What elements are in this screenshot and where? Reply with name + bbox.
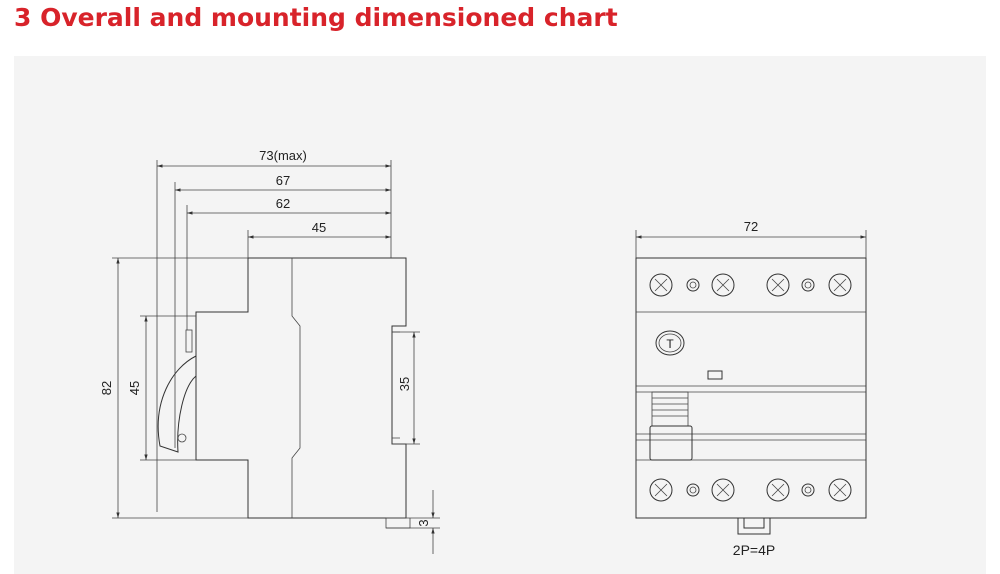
dim-67-label: 67 [276, 173, 290, 188]
dim-82-label: 82 [99, 381, 114, 395]
side-inner-panel [291, 258, 301, 518]
terminal-hole-icon [686, 278, 700, 292]
toggle-lever [649, 425, 693, 461]
toggle-handle [651, 391, 689, 427]
terminal-screw-icon [828, 273, 852, 297]
drawing-panel [14, 56, 986, 574]
side-view: 73(max) 67 62 45 82 45 35 3 [99, 148, 440, 554]
front-body-outline [635, 257, 867, 519]
front-din-clip [737, 518, 771, 535]
dim-3-label: 3 [416, 519, 431, 526]
side-body-outline [195, 257, 407, 519]
test-button [655, 330, 685, 356]
test-button-label: T [666, 337, 674, 351]
handle-pivot [177, 433, 187, 443]
dim-62-label: 62 [276, 196, 290, 211]
page-title: 3 Overall and mounting dimensioned chart [14, 3, 618, 32]
pole-caption: 2P=4P [733, 542, 775, 558]
dim-72-label: 72 [744, 219, 758, 234]
front-view: T [635, 219, 867, 558]
dim-45-top-label: 45 [312, 220, 326, 235]
terminal-screw-icon [766, 478, 790, 502]
terminal-screw-icon [649, 478, 673, 502]
terminal-hole-icon [686, 483, 700, 497]
bottom-terminals [649, 478, 852, 502]
dim-73-label: 73(max) [259, 148, 307, 163]
terminal-screw-icon [711, 478, 735, 502]
dim-45-left-label: 45 [127, 381, 142, 395]
terminal-hole-icon [801, 483, 815, 497]
handle-arc [157, 355, 197, 453]
terminal-screw-icon [649, 273, 673, 297]
terminal-screw-icon [766, 273, 790, 297]
top-terminals [649, 273, 852, 297]
terminal-hole-icon [801, 278, 815, 292]
terminal-screw-icon [711, 273, 735, 297]
handle-tab [185, 329, 193, 353]
dim-35-label: 35 [397, 377, 412, 391]
indicator-window [707, 370, 723, 380]
terminal-screw-icon [828, 478, 852, 502]
